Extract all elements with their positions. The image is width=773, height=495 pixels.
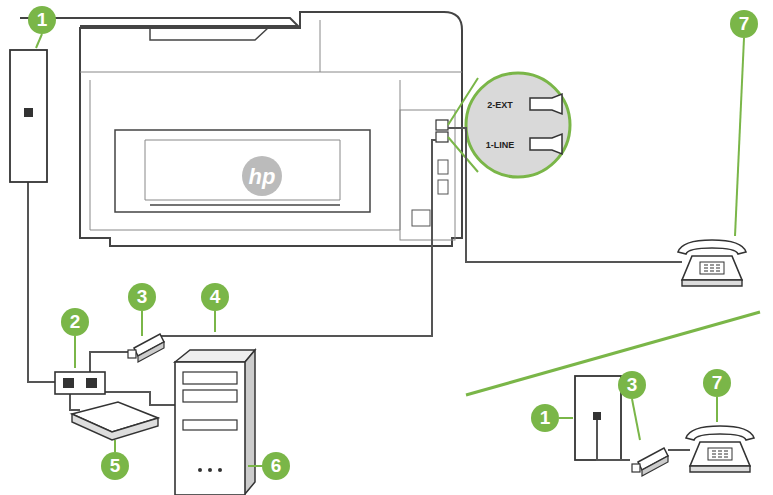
callout-number: 7 — [704, 370, 730, 396]
callout-number: 3 — [619, 372, 645, 398]
port-label: 2-EXT — [487, 99, 513, 111]
callout-number: 4 — [202, 284, 228, 310]
callout-number: 3 — [129, 284, 155, 310]
callout-number: 2 — [62, 309, 88, 335]
callout-number: 6 — [263, 453, 289, 479]
callout-number: 7 — [731, 11, 757, 37]
svg-text:hp: hp — [249, 164, 276, 189]
callout-number: 1 — [532, 405, 558, 431]
callout-number: 1 — [29, 7, 55, 33]
port-label: 1-LINE — [486, 139, 515, 151]
callout-number: 5 — [102, 453, 128, 479]
